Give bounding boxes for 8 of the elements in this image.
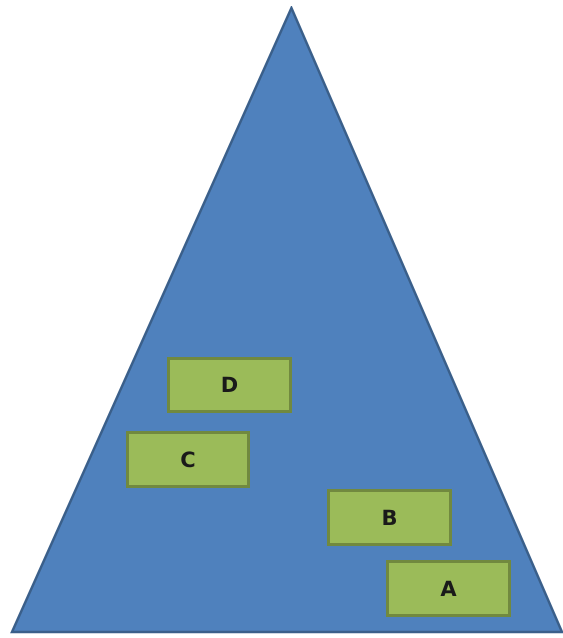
- box-label: D: [220, 373, 238, 397]
- label-box: [167, 357, 292, 413]
- label-box: [126, 431, 250, 488]
- box-label: B: [381, 506, 398, 530]
- label-box: [327, 489, 452, 546]
- box-label: C: [180, 448, 196, 472]
- label-box: [386, 560, 511, 617]
- box-label: A: [440, 576, 457, 600]
